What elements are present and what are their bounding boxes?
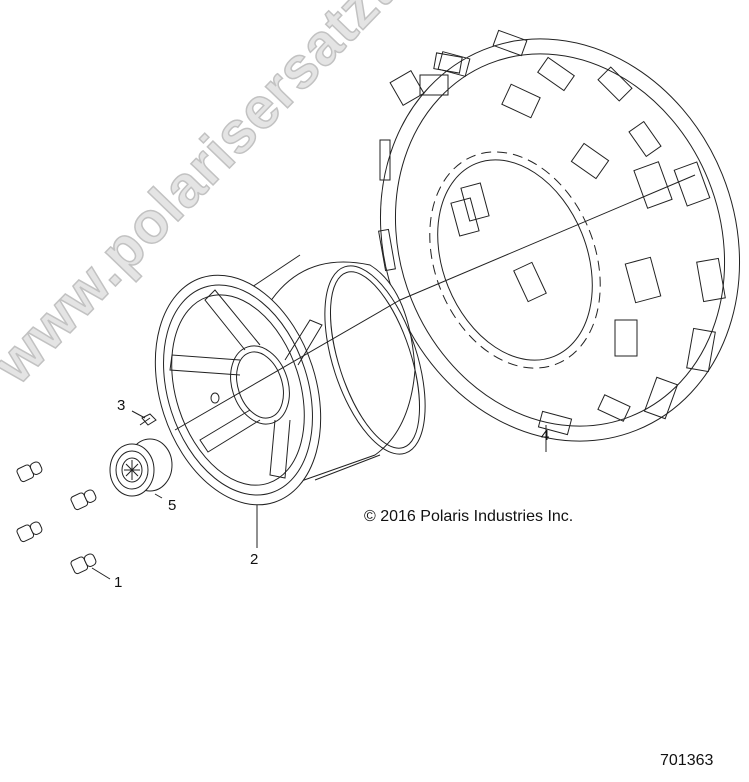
- callout-4: 4: [541, 427, 550, 444]
- diagram-id: 701363: [660, 752, 714, 769]
- valve-stem-drawing: [139, 413, 157, 426]
- leader-lines: [91, 410, 547, 580]
- wheel-rim-drawing: [154, 254, 426, 506]
- callout-1: 1: [114, 574, 123, 591]
- tire-drawing: [378, 29, 741, 442]
- callout-5: 5: [168, 497, 177, 514]
- copyright-notice: © 2016 Polaris Industries Inc.: [364, 508, 574, 525]
- hub-cap-drawing: [109, 438, 173, 497]
- callout-3: 3: [117, 397, 126, 414]
- callout-2: 2: [250, 551, 259, 568]
- lug-nuts-drawing: [16, 461, 97, 575]
